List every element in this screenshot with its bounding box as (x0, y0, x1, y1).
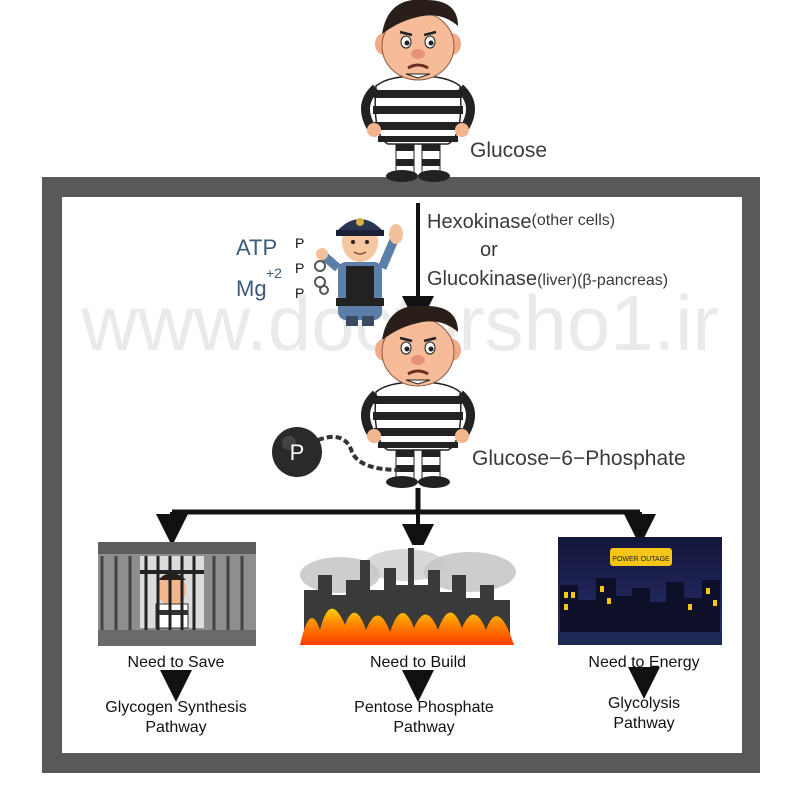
glycolysis-pathway-line2: Pathway (613, 715, 674, 732)
glycogen-pathway-line1: Glycogen Synthesis (105, 699, 246, 716)
glucokinase-label: Glucokinase (427, 268, 537, 290)
or-label: or (480, 239, 498, 261)
glucose-label: Glucose (470, 139, 547, 162)
power-outage-illustration: POWER OUTAGE (558, 537, 722, 645)
g6p-label: Glucose−6−Phosphate (472, 447, 686, 470)
glucokinase-line: Glucokinase(liver)(β-pancreas) (427, 268, 668, 290)
branch-need-build: Need to Build (370, 654, 466, 671)
glycogen-pathway-line2: Pathway (145, 719, 206, 736)
hexokinase-note: (other cells) (532, 212, 616, 229)
branch-need-save: Need to Save (128, 654, 225, 671)
phosphate-p-3: P (295, 285, 304, 301)
mg-label: Mg (236, 276, 267, 301)
pentose-pathway-line1: Pentose Phosphate (354, 699, 494, 716)
atp-label: ATP (236, 235, 277, 260)
power-outage-sign: POWER OUTAGE (612, 556, 670, 563)
glycolysis-pathway-line1: Glycolysis (608, 695, 680, 712)
ball-label: P (290, 440, 305, 465)
glucokinase-note-pancreas: (β-pancreas) (577, 272, 668, 289)
pentose-pathway-line2: Pathway (393, 719, 454, 736)
jail-illustration (98, 542, 256, 646)
glucose-prisoner-illustration (365, 0, 470, 182)
burning-city-illustration (298, 545, 516, 645)
mg-charge: +2 (266, 265, 282, 281)
phosphate-p-2: P (295, 260, 304, 276)
hexokinase-label: Hexokinase (427, 211, 532, 233)
branch-need-energy: Need to Energy (588, 654, 699, 671)
phosphate-p-1: P (295, 235, 304, 251)
glucokinase-note-liver: (liver) (537, 272, 577, 289)
